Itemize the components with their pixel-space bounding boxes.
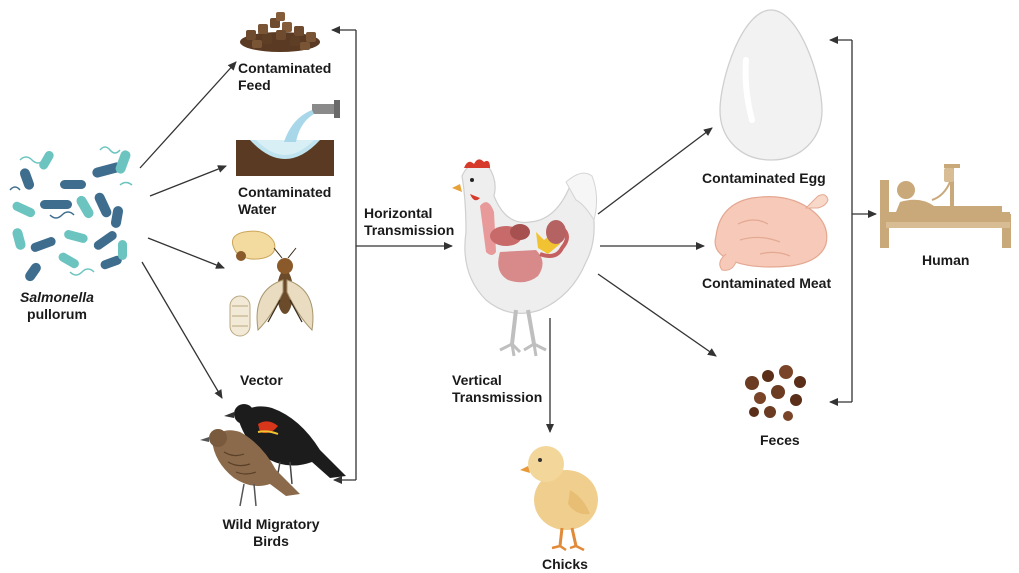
water-label-line1: Contaminated bbox=[238, 184, 331, 201]
vertical-transmission-label: Vertical Transmission bbox=[452, 372, 542, 406]
arrow-to-water bbox=[150, 166, 226, 196]
egg-icon bbox=[720, 10, 822, 160]
vector-label: Vector bbox=[240, 372, 283, 389]
arrow-to-feces bbox=[598, 274, 716, 356]
birds-label-line2: Birds bbox=[206, 533, 336, 550]
horizontal-transmission-line2: Transmission bbox=[364, 222, 454, 239]
horizontal-transmission-line1: Horizontal bbox=[364, 205, 454, 222]
water-pipe-icon bbox=[236, 100, 340, 176]
vertical-transmission-line1: Vertical bbox=[452, 372, 542, 389]
feed-pellets-icon bbox=[240, 12, 320, 52]
arrow-to-vector bbox=[148, 238, 224, 268]
chick-icon bbox=[520, 446, 598, 550]
feces-icon bbox=[745, 365, 806, 421]
birds-label-line1: Wild Migratory bbox=[206, 516, 336, 533]
human-label: Human bbox=[922, 252, 969, 269]
migratory-birds-icon bbox=[200, 404, 346, 506]
arrow-to-birds bbox=[142, 262, 222, 398]
source-label-line2: pullorum bbox=[16, 306, 98, 323]
fly-larva-icon bbox=[230, 231, 313, 336]
patient-bed-icon bbox=[880, 164, 1011, 248]
vertical-transmission-line2: Transmission bbox=[452, 389, 542, 406]
source-label-line1: Salmonella bbox=[16, 289, 98, 306]
source-label: Salmonella pullorum bbox=[16, 289, 98, 323]
hen-anatomy-icon bbox=[452, 159, 597, 356]
chicks-label: Chicks bbox=[542, 556, 588, 573]
egg-label: Contaminated Egg bbox=[702, 170, 826, 187]
arrow-to-egg bbox=[598, 128, 712, 214]
horizontal-transmission-label: Horizontal Transmission bbox=[364, 205, 454, 239]
birds-label: Wild Migratory Birds bbox=[206, 516, 336, 550]
feces-label: Feces bbox=[760, 432, 800, 449]
feed-label-line1: Contaminated bbox=[238, 60, 331, 77]
water-label-line2: Water bbox=[238, 201, 331, 218]
raw-chicken-icon bbox=[715, 195, 828, 271]
arrow-to-feed bbox=[140, 62, 236, 168]
meat-label: Contaminated Meat bbox=[702, 275, 831, 292]
feed-label-line2: Feed bbox=[238, 77, 331, 94]
bacteria-cluster-icon bbox=[10, 147, 132, 283]
feed-label: Contaminated Feed bbox=[238, 60, 331, 94]
water-label: Contaminated Water bbox=[238, 184, 331, 218]
